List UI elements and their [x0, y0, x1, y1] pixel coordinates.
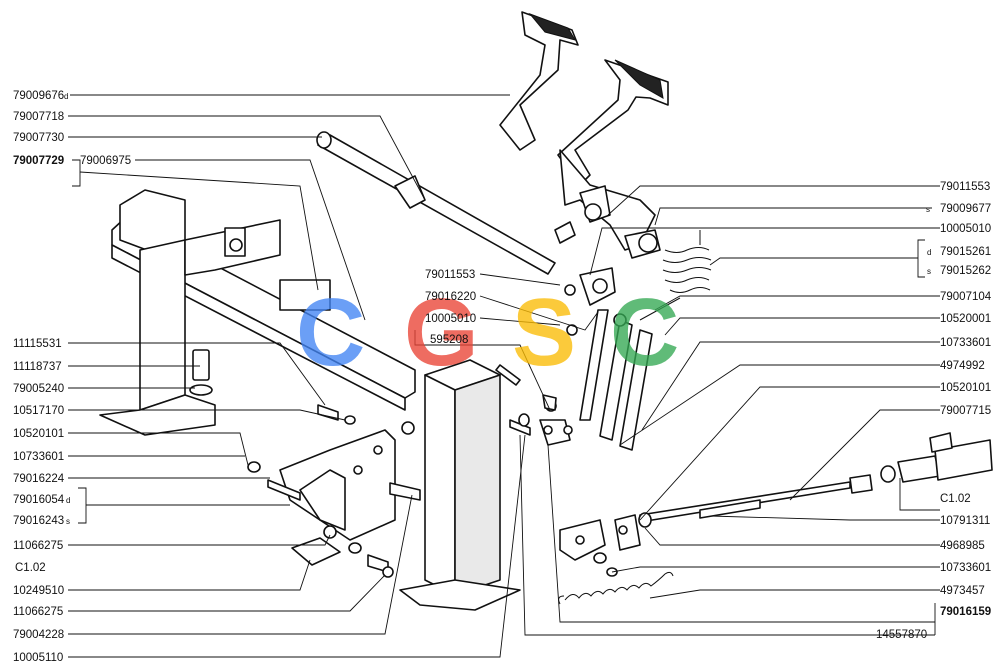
part-number-label: 79011553 — [425, 269, 475, 281]
clevis-assembly — [559, 432, 993, 564]
pedal-right — [557, 59, 669, 251]
part-number-label: 10005010 — [940, 223, 991, 235]
part-number-label: 595208 — [430, 334, 468, 346]
part-number-label: 10005010 — [425, 313, 476, 325]
long-shaft — [316, 131, 556, 275]
pedal-left — [499, 11, 579, 151]
part-side-suffix: d — [64, 92, 68, 101]
left-part-labels: 79009676 d 79007718 79007730 79007729 79… — [13, 90, 131, 664]
part-number-label: 79007104 — [940, 291, 992, 303]
linkage-rods — [542, 185, 661, 451]
part-number-label: 10520001 — [940, 313, 991, 325]
part-number-label: 10520101 — [940, 382, 991, 394]
small-parts — [189, 349, 573, 578]
part-number-label: 10517170 — [13, 405, 64, 417]
part-number-label: 10733601 — [940, 337, 991, 349]
part-number-label: 14557870 — [876, 629, 927, 641]
part-side-suffix: d — [66, 496, 70, 505]
part-number-label: 79007730 — [13, 132, 64, 144]
part-number-label: 79011553 — [940, 181, 990, 193]
watermark: C G S C — [296, 279, 679, 386]
part-number-label: 79005240 — [13, 383, 64, 395]
part-number-label: 10005110 — [13, 652, 63, 664]
part-number-label: 4973457 — [940, 585, 985, 597]
part-side-suffix: s — [66, 517, 70, 526]
part-number-label: 10520101 — [13, 428, 64, 440]
part-number-label: 79016054 — [13, 494, 65, 506]
part-number-label: C1.02 — [15, 562, 46, 574]
watermark-letter-2: G — [404, 279, 479, 386]
part-number-label: 11066275 — [13, 540, 63, 552]
lower-spring — [558, 567, 674, 605]
part-number-label: 79015262 — [940, 265, 991, 277]
part-number-label: 79009676 — [13, 90, 64, 102]
part-number-label: 79016159 — [940, 606, 991, 618]
part-number-label: 79006975 — [80, 155, 131, 167]
part-number-label: 4968985 — [940, 540, 985, 552]
right-part-labels: 79011553 s 79009677 10005010 d 79015261 … — [876, 181, 992, 641]
part-number-label: 11118737 — [13, 361, 62, 373]
part-number-label: 79007718 — [13, 111, 64, 123]
main-frame — [99, 189, 416, 436]
part-number-label: 79004228 — [13, 629, 64, 641]
part-number-label: 10733601 — [13, 451, 64, 463]
part-number-label: 79007715 — [940, 405, 991, 417]
part-number-label: 10733601 — [940, 562, 991, 574]
part-number-label: 79009677 — [940, 203, 991, 215]
part-side-prefix: s — [926, 205, 930, 214]
support-post — [399, 359, 521, 611]
part-number-label: 11115531 — [13, 338, 62, 350]
watermark-letter-3: S — [512, 279, 576, 386]
part-number-label: 4974992 — [940, 360, 985, 372]
part-number-label: 79016243 — [13, 515, 64, 527]
part-number-label: 79016224 — [13, 473, 65, 485]
part-side-prefix: s — [927, 267, 931, 276]
watermark-letter-1: C — [296, 279, 365, 386]
left-bracket — [279, 429, 396, 541]
leader-lines — [68, 94, 940, 658]
return-spring — [639, 230, 712, 321]
center-part-labels: 79011553 79016220 10005010 595208 — [425, 269, 476, 346]
watermark-letter-4: C — [610, 279, 679, 386]
part-number-label: C1.02 — [940, 493, 971, 505]
part-number-label: 10249510 — [13, 585, 64, 597]
part-number-label: 79015261 — [940, 246, 991, 258]
part-number-label: 11066275 — [13, 606, 63, 618]
part-number-label: 10791311 — [940, 515, 990, 527]
part-number-label: 79016220 — [425, 291, 476, 303]
part-number-label: 79007729 — [13, 155, 64, 167]
part-side-prefix: d — [927, 248, 931, 257]
